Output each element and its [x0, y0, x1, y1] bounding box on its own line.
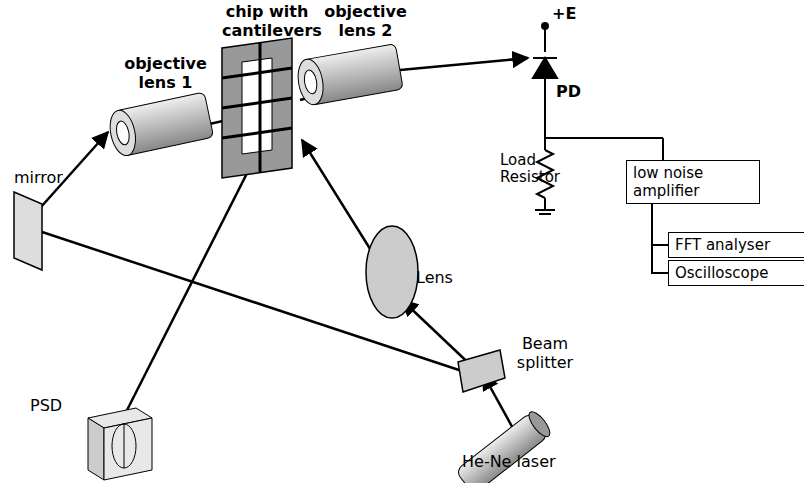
instrument-box: low noise amplifier [626, 160, 760, 204]
part-label: Load Resistor [500, 152, 544, 186]
part-label: PSD [30, 396, 80, 415]
box-text: low noise amplifier [633, 164, 753, 200]
instrument-box: Oscilloscope [668, 260, 804, 286]
box-text: Oscilloscope [675, 264, 798, 282]
part-label: +E [552, 4, 592, 23]
box-text: FFT analyser [675, 236, 798, 254]
part-label: Lens [416, 268, 476, 287]
part-label: chip with cantilevers [222, 2, 312, 40]
part-label: objective lens 2 [318, 2, 413, 40]
part-label: Beam splitter [510, 334, 580, 372]
part-label: objective lens 1 [118, 54, 213, 92]
part-label: mirror [14, 168, 84, 187]
part-label: He-Ne laser [462, 452, 572, 471]
signal-wire [652, 204, 668, 245]
instrument-box: FFT analyser [668, 232, 804, 258]
signal-wire [652, 204, 668, 273]
part-label: PD [556, 82, 596, 101]
